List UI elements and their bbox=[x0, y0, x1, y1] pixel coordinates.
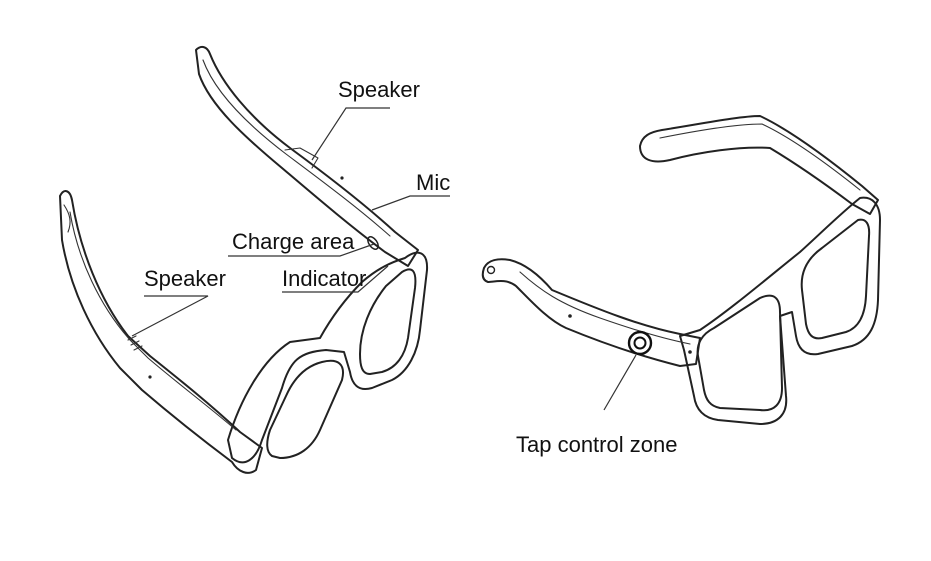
left-glasses-lower-temple-edge bbox=[69, 211, 237, 431]
left-glasses-lower-speaker-grill bbox=[127, 335, 143, 351]
label-speaker-left: Speaker bbox=[144, 266, 226, 291]
left-glasses-upper-temple bbox=[195, 45, 419, 267]
label-tap-control-zone: Tap control zone bbox=[516, 432, 677, 457]
leader-tap-control-zone bbox=[603, 354, 637, 411]
leader-charge-area bbox=[228, 243, 375, 257]
right-glasses-temple-hinge-hole bbox=[486, 265, 496, 275]
right-glasses-far-temple-edge bbox=[659, 123, 861, 191]
label-speaker-top: Speaker bbox=[338, 77, 420, 102]
left-glasses-lens-upper bbox=[359, 268, 417, 375]
left-glasses-front-frame bbox=[227, 251, 429, 464]
right-glasses-lens-near bbox=[696, 294, 783, 412]
right-glasses-lens-far bbox=[800, 218, 871, 340]
leader-speaker-left bbox=[131, 295, 209, 337]
left-glasses-drawing bbox=[59, 45, 429, 474]
left-glasses-upper-temple-edge bbox=[202, 59, 391, 237]
left-glasses-upper-temple-speaker-slot bbox=[284, 147, 319, 169]
leader-indicator bbox=[282, 265, 389, 293]
leader-lines bbox=[131, 107, 637, 411]
right-glasses-near-temple-edge bbox=[519, 271, 691, 345]
left-glasses-lens-lower bbox=[266, 359, 344, 459]
left-glasses-lower-temple-inner bbox=[63, 204, 71, 233]
labels: Speaker Mic Charge area Indicator Speake… bbox=[144, 77, 677, 457]
right-glasses-drawing bbox=[481, 115, 881, 425]
left-glasses-lower-temple-dot bbox=[148, 375, 152, 379]
right-glasses-near-temple bbox=[481, 258, 701, 367]
label-charge-area: Charge area bbox=[232, 229, 355, 254]
leader-mic bbox=[371, 195, 450, 211]
label-indicator: Indicator bbox=[282, 266, 366, 291]
tap-control-zone-outer-ring bbox=[627, 330, 653, 356]
right-glasses-hinge-dot bbox=[688, 350, 692, 354]
right-glasses-far-temple bbox=[639, 115, 879, 215]
left-glasses-mic-hole bbox=[340, 176, 344, 180]
tap-control-zone-inner-ring bbox=[633, 336, 647, 350]
right-glasses-temple-mic-dot bbox=[568, 314, 572, 318]
leader-speaker-top bbox=[311, 107, 390, 161]
label-mic: Mic bbox=[416, 170, 450, 195]
right-glasses-front-frame bbox=[679, 196, 881, 425]
left-glasses-lower-temple bbox=[59, 190, 263, 474]
